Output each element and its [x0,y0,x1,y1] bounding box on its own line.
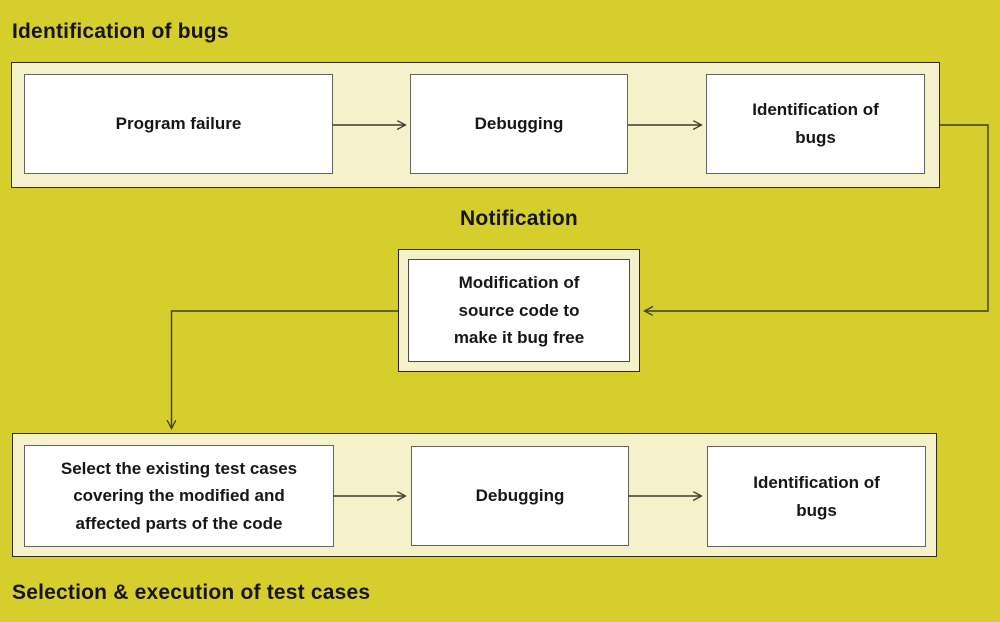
node-debugging-top: Debugging [410,74,628,174]
node-select-existing-test-cases: Select the existing test cases covering … [24,445,334,547]
node-modification-of-source-code: Modification of source code to make it b… [408,259,630,362]
node-modification-wrapper: Modification of source code to make it b… [398,249,640,372]
node-select-existing-test-cases-label: Select the existing test cases covering … [60,458,298,533]
node-identification-of-bugs-bottom-label: Identification of bugs [753,472,880,520]
band-identification: Program failure Debugging Identification… [11,62,940,188]
section-title-notification: Notification [460,207,578,230]
node-debugging-bottom-label: Debugging [475,486,565,506]
node-debugging-top-label: Debugging [474,114,564,134]
node-program-failure: Program failure [24,74,333,174]
node-debugging-bottom: Debugging [411,446,629,546]
node-modification-of-source-code-label: Modification of source code to make it b… [453,273,585,348]
section-title-identification-of-bugs: Identification of bugs [12,20,229,43]
section-title-selection-execution: Selection & execution of test cases [12,581,371,604]
node-identification-of-bugs-top: Identification of bugs [706,74,925,174]
band-selection-execution: Select the existing test cases covering … [12,433,937,557]
arrow-modification-to-selection-band [172,310,398,428]
node-program-failure-label: Program failure [115,114,242,134]
node-identification-of-bugs-top-label: Identification of bugs [752,100,879,147]
node-identification-of-bugs-bottom: Identification of bugs [707,446,926,547]
